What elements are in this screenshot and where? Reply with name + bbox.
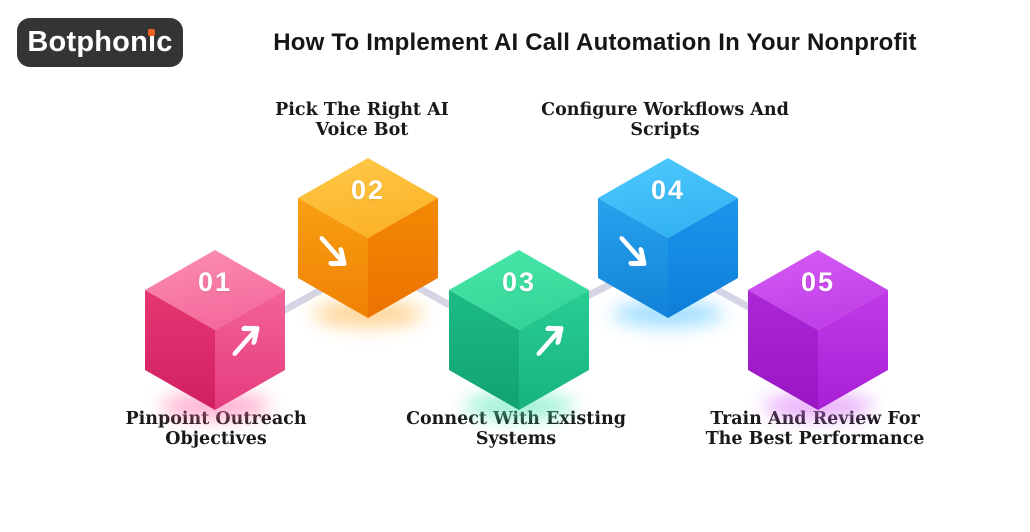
step-number: 05: [800, 267, 836, 297]
arrow-up-right-icon: [232, 325, 260, 356]
step-cube-05: 05: [748, 250, 888, 419]
step-label-line: Scripts: [630, 119, 700, 140]
step-label-line: Voice Bot: [315, 119, 409, 140]
step-label-line: The Best Performance: [705, 428, 925, 449]
step-label-line: Connect With Existing: [406, 409, 626, 429]
step-label-05: Train And Review For The Best Performanc…: [685, 409, 945, 449]
logo-dotted-i: ı: [147, 18, 156, 67]
step-label-03: Connect With Existing Systems: [386, 409, 646, 449]
step-number: 02: [350, 175, 386, 205]
logo-text-before-i: Botphon: [27, 26, 148, 58]
logo-text-after-i: c: [156, 26, 173, 58]
arrow-down-right-icon: [319, 236, 347, 267]
step-label-line: Objectives: [165, 428, 267, 449]
arrow-up-right-icon: [536, 325, 564, 356]
step-label-line: Train And Review For: [710, 409, 920, 429]
step-cube-02: 02: [298, 158, 438, 327]
step-label-02: Pick The Right AI Voice Bot: [232, 100, 492, 140]
step-label-04: Configure Workflows And Scripts: [535, 100, 795, 140]
step-number: 04: [650, 175, 686, 205]
step-label-line: Configure Workflows And: [541, 100, 789, 120]
step-cube-03: 03: [449, 250, 589, 419]
step-cube-01: 01: [145, 250, 285, 419]
step-label-line: Pick The Right AI: [275, 100, 449, 120]
step-cube-04: 04: [598, 158, 738, 327]
step-label-01: Pinpoint Outreach Objectives: [86, 409, 346, 449]
arrow-down-right-icon: [619, 236, 647, 267]
page-title: How To Implement AI Call Automation In Y…: [273, 29, 917, 56]
step-label-line: Systems: [475, 428, 557, 449]
step-label-line: Pinpoint Outreach: [125, 409, 307, 429]
step-number: 03: [501, 267, 537, 297]
step-number: 01: [197, 267, 233, 297]
